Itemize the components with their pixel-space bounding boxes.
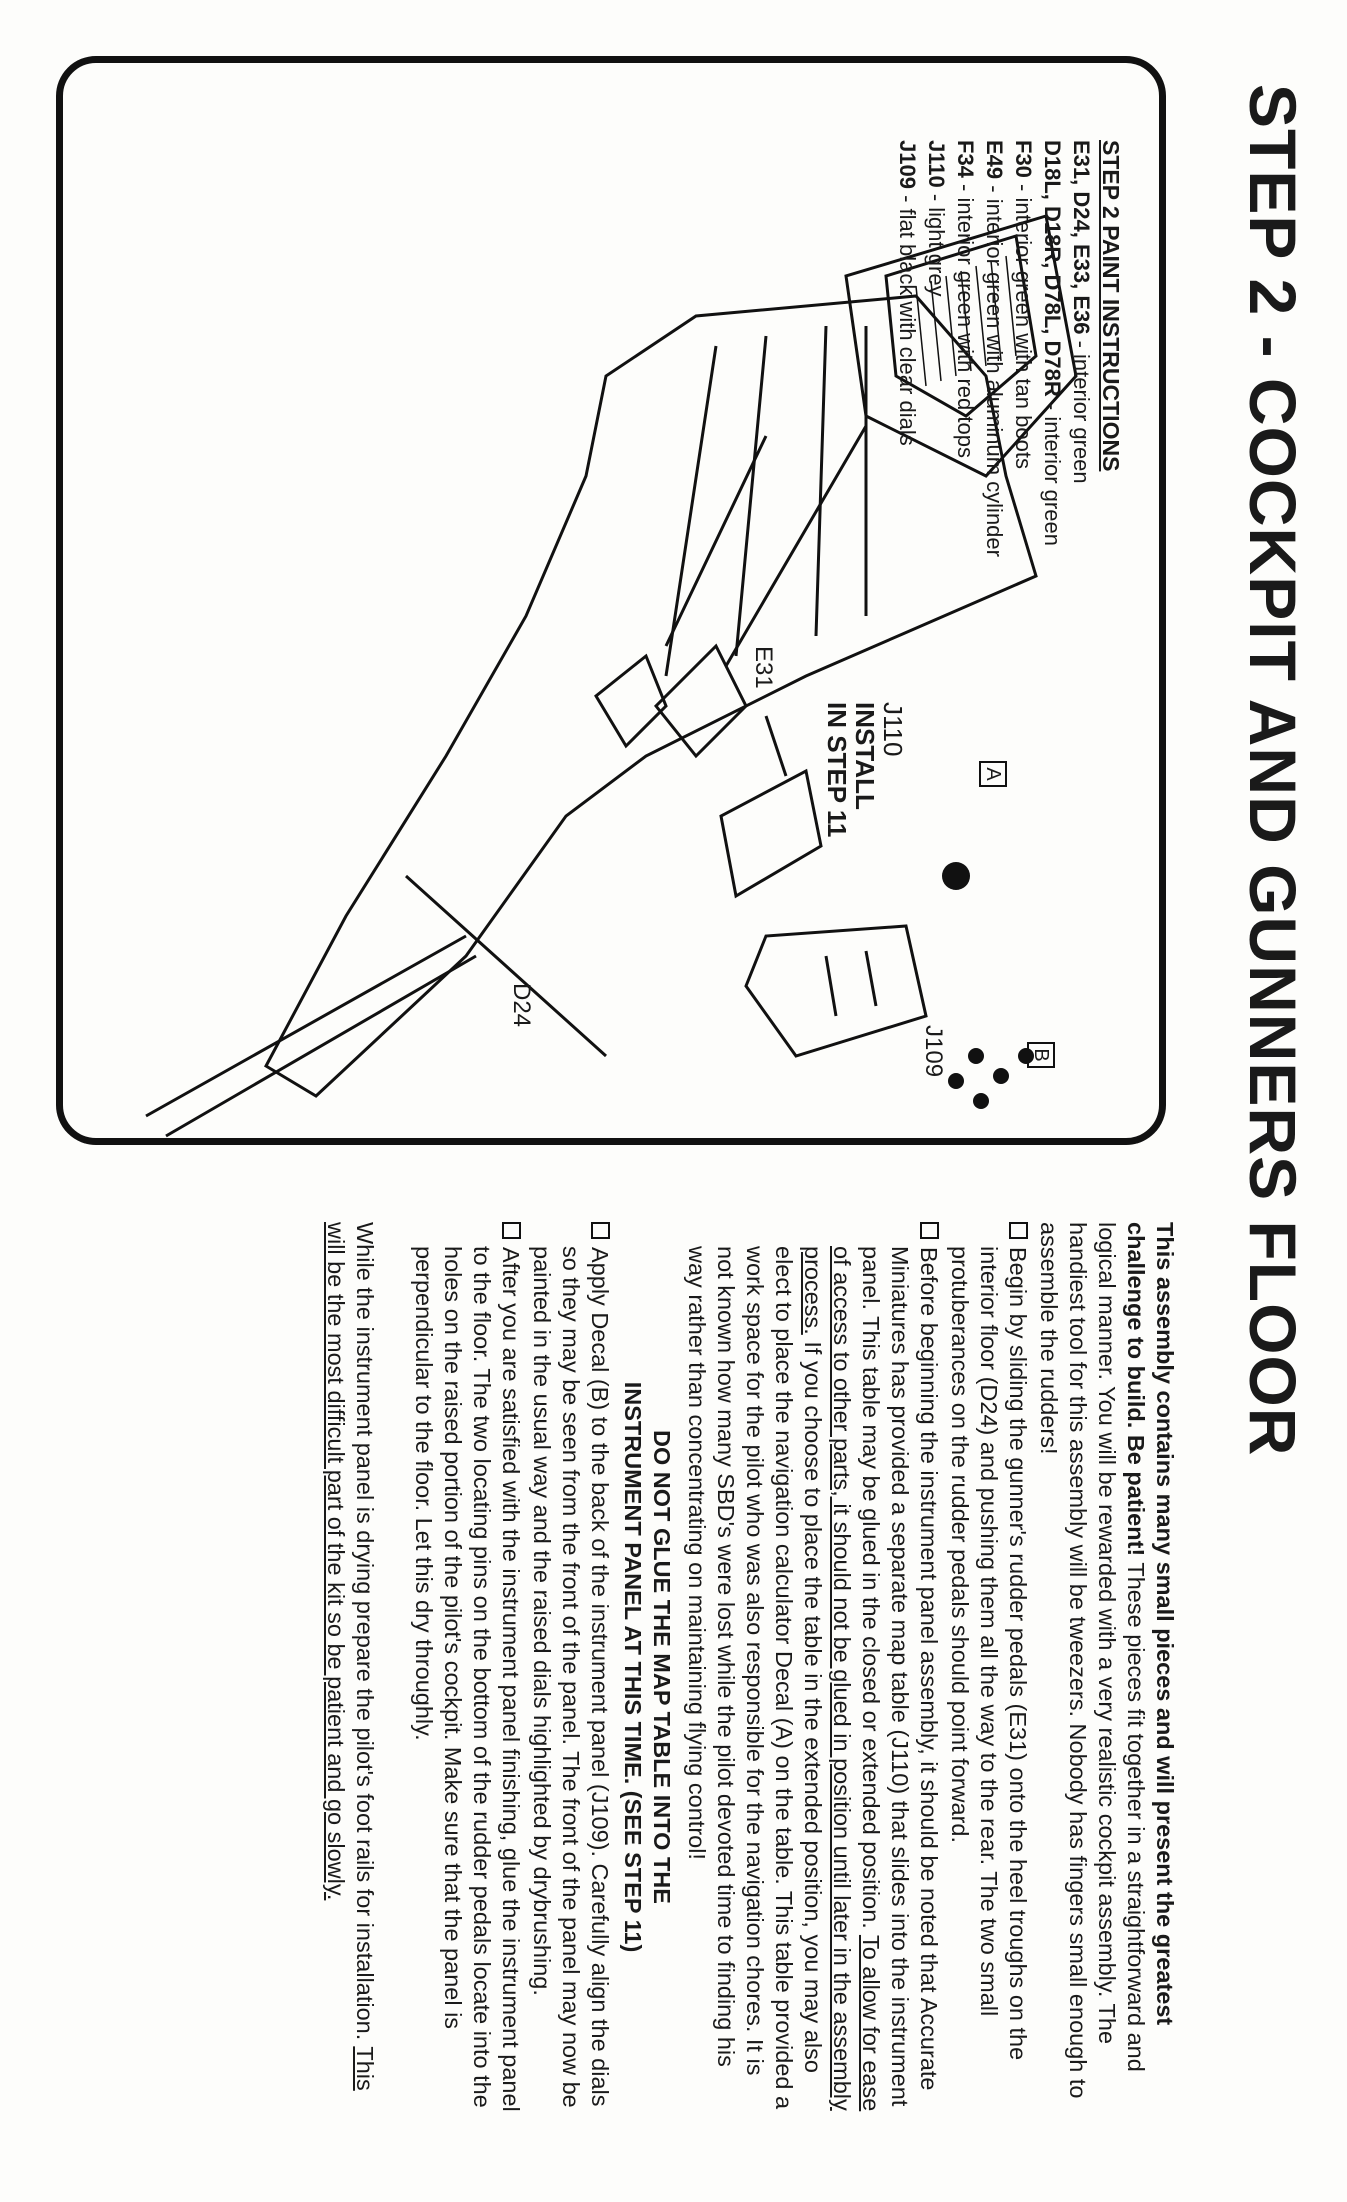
leader-lines bbox=[664, 425, 868, 777]
gunner-pedals bbox=[594, 643, 748, 759]
paint-parts: F30 bbox=[1011, 140, 1036, 178]
step-bullet: Apply Decal (B) to the back of the instr… bbox=[527, 1222, 614, 2112]
paint-desc: - interior green bbox=[1069, 334, 1094, 484]
step-bullet: Before beginning the instrument panel as… bbox=[682, 1222, 943, 2112]
paint-desc: - interior green with red tops bbox=[953, 177, 978, 458]
floor-outline bbox=[264, 294, 1038, 1098]
warning-line: INSTRUMENT PANEL AT THIS TIME. (SEE STEP… bbox=[620, 1381, 646, 1953]
paint-parts: J110 bbox=[924, 140, 949, 188]
paint-desc: - interior green with tan boots bbox=[1011, 177, 1036, 469]
paint-item: E31, D24, E33, E36 - interior green bbox=[1067, 140, 1096, 557]
step-bullet: After you are satisfied with the instrum… bbox=[409, 1222, 525, 2112]
decal-b-label: B bbox=[1027, 1042, 1055, 1068]
paint-item: J109 - flat black with clear dials bbox=[893, 140, 922, 557]
paint-desc: - interior green with aluminum cylinder bbox=[982, 179, 1007, 557]
j109-label: J109 bbox=[920, 1025, 947, 1078]
step-text: Apply Decal (B) to the back of the instr… bbox=[529, 1246, 613, 2108]
paint-heading: STEP 2 PAINT INSTRUCTIONS bbox=[1098, 140, 1124, 472]
step-text: If you choose to place the table in the … bbox=[684, 1246, 826, 2110]
instructions-text: This assembly contains many small pieces… bbox=[319, 1222, 1179, 2112]
paint-item: E49 - interior green with aluminum cylin… bbox=[980, 140, 1009, 557]
decal-a-star bbox=[942, 862, 970, 890]
floor-rails bbox=[664, 325, 868, 677]
step-text: Begin by sliding the gunner's rudder ped… bbox=[947, 1246, 1031, 2061]
paint-parts: J109 bbox=[895, 140, 920, 189]
paint-desc: - flat black with clear dials bbox=[895, 188, 920, 446]
detail-hatching bbox=[915, 255, 1017, 387]
paint-desc: - light grey bbox=[924, 187, 949, 297]
paint-parts: D18L, D18R, D78L, D78R bbox=[1040, 140, 1065, 397]
checkbox-icon[interactable] bbox=[920, 1222, 939, 1239]
paint-item: D18L, D18R, D78L, D78R - interior green bbox=[1038, 140, 1067, 557]
decal-a-label: A bbox=[979, 761, 1007, 787]
paint-parts: E31, D24, E33, E36 bbox=[1069, 140, 1094, 335]
d24-label: D24 bbox=[508, 983, 535, 1028]
j110-callout: J110 INSTALL IN STEP 11 bbox=[822, 702, 908, 838]
checkbox-icon[interactable] bbox=[502, 1222, 521, 1239]
paint-parts: E49 bbox=[982, 140, 1007, 180]
checkbox-icon[interactable] bbox=[591, 1222, 610, 1239]
step-bullet: Begin by sliding the gunner's rudder ped… bbox=[945, 1222, 1032, 2112]
paint-item: J110 - light grey bbox=[922, 140, 951, 557]
e31-label: E31 bbox=[750, 646, 777, 689]
paint-desc: - interior green bbox=[1040, 396, 1065, 546]
final-text: While the instrument panel is drying pre… bbox=[352, 1222, 378, 2047]
floor-strut bbox=[145, 874, 608, 1138]
final-paragraph: While the instrument panel is drying pre… bbox=[321, 1222, 379, 2112]
paint-instructions: STEP 2 PAINT INSTRUCTIONS E31, D24, E33,… bbox=[893, 140, 1125, 557]
seat-structure bbox=[844, 214, 1078, 478]
instrument-panel bbox=[744, 924, 928, 1058]
checkbox-icon[interactable] bbox=[1009, 1222, 1028, 1239]
decal-b-dials bbox=[948, 1048, 1034, 1109]
step-text: After you are satisfied with the instrum… bbox=[411, 1246, 524, 2112]
map-table bbox=[719, 768, 823, 899]
warning-line: DO NOT GLUE THE MAP TABLE INTO THE bbox=[649, 1430, 675, 1904]
paint-item: F34 - interior green with red tops bbox=[951, 140, 980, 557]
cockpit-diagram bbox=[145, 214, 1078, 1138]
page-title: STEP 2 - COCKPIT AND GUNNERS FLOOR bbox=[1236, 84, 1310, 1457]
paint-parts: F34 bbox=[953, 140, 978, 178]
j110-label: J110 bbox=[878, 702, 908, 757]
install-label: INSTALL bbox=[850, 702, 880, 810]
install-step-label: IN STEP 11 bbox=[822, 702, 852, 838]
paint-item: F30 - interior green with tan boots bbox=[1009, 140, 1038, 557]
intro-paragraph: This assembly contains many small pieces… bbox=[1034, 1222, 1179, 2112]
